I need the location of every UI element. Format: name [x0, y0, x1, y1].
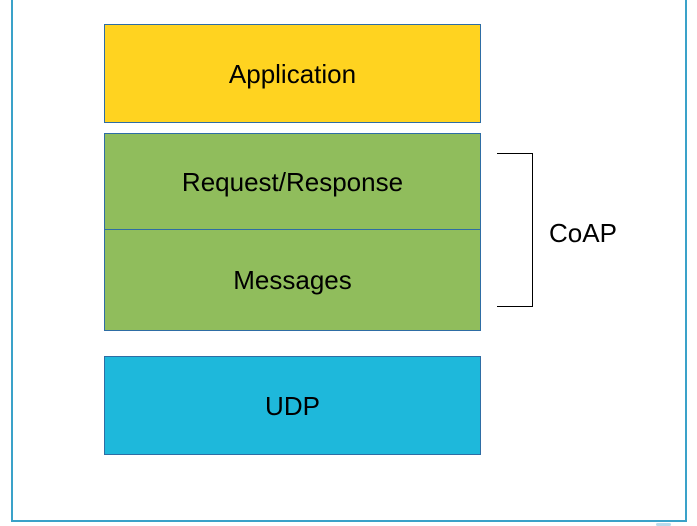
coap-bracket [497, 153, 533, 307]
messages-label: Messages [233, 265, 352, 295]
application-layer-label: Application [228, 58, 357, 89]
application-layer-box: Application [104, 24, 481, 123]
request-response-label: Request/Response [181, 166, 404, 197]
sublayer-divider-line [105, 229, 480, 230]
coap-bracket-label: CoAP [549, 217, 617, 248]
udp-layer-box: UDP [104, 356, 481, 455]
slide-page-border [11, 0, 687, 522]
request-response-layer: Request/Response [105, 134, 480, 229]
udp-label: UDP [265, 390, 320, 421]
bottom-edge-artifact [656, 523, 671, 526]
messages-layer: Messages [105, 230, 480, 330]
coap-layers-box: Request/Response Messages [104, 133, 481, 331]
